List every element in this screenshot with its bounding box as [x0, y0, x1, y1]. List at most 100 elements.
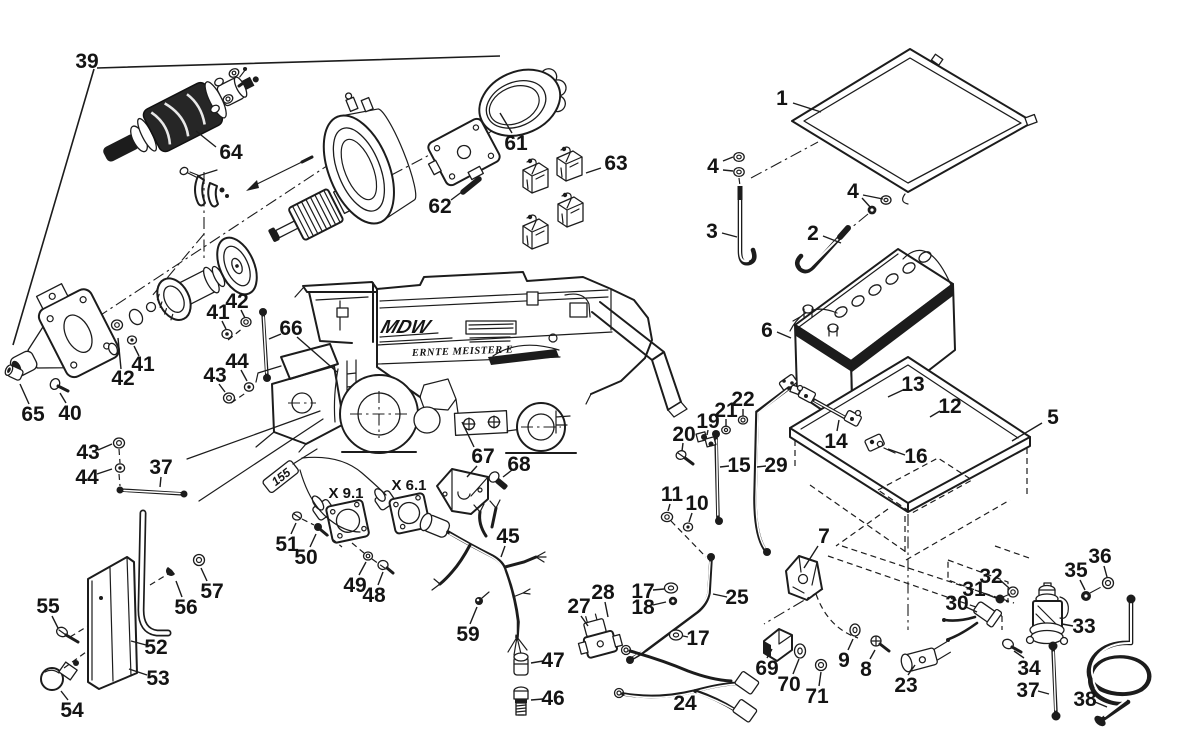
leader-line — [721, 232, 738, 238]
screw-40 — [49, 378, 70, 393]
leader-line — [130, 640, 147, 646]
sensor-30 — [942, 586, 1019, 642]
part-number-label: 32 — [979, 565, 1002, 588]
leader-line — [296, 336, 338, 373]
socket-group: 155 — [262, 448, 431, 575]
brand-logo-text: MDW — [378, 316, 434, 337]
leader-line — [862, 194, 884, 200]
part-number-label: 42 — [225, 290, 248, 313]
part-number-label: 18 — [631, 596, 655, 619]
part-number-label: 62 — [428, 195, 451, 218]
leader-line — [722, 169, 734, 172]
intermediate-bearing-disc — [216, 236, 258, 296]
part-number-label: 40 — [58, 402, 81, 425]
part-number-label: 61 — [504, 132, 528, 155]
part-number-label: 45 — [496, 525, 520, 548]
leader-line — [530, 698, 544, 701]
leader-line — [887, 448, 906, 456]
motor-yoke — [322, 92, 417, 225]
leader-line — [290, 522, 297, 535]
leader-line — [117, 337, 122, 370]
leader-line — [652, 601, 667, 606]
part-number-label: 16 — [904, 445, 927, 468]
part-number-label: 4 — [707, 155, 719, 178]
part-number-label: 44 — [225, 350, 249, 373]
part-number-label: 52 — [144, 636, 167, 659]
part-number-label: 63 — [604, 152, 627, 175]
leader-line — [1011, 422, 1043, 442]
part-number-label: 43 — [203, 364, 226, 387]
leader-line — [803, 545, 819, 569]
leader-line — [580, 615, 589, 627]
part-number-label: 31 — [962, 578, 986, 601]
part-number-label: 28 — [591, 581, 615, 604]
leader-line — [1079, 579, 1086, 591]
part-number-label: 29 — [764, 454, 787, 477]
small-fasteners-left — [107, 301, 188, 498]
leader-line — [97, 443, 113, 451]
fasteners-69-70-71 — [763, 623, 891, 672]
leader-line — [377, 571, 384, 586]
bracket-67 — [436, 468, 489, 515]
part-number-label: 47 — [541, 649, 564, 672]
sender-23 — [900, 641, 951, 673]
leader-line — [861, 197, 872, 209]
part-number-label: 44 — [75, 466, 99, 489]
leader-line — [309, 533, 317, 548]
leader-line — [1037, 690, 1050, 695]
leader-line — [499, 112, 513, 134]
drive-end-housing — [9, 283, 120, 379]
part-number-label: 3 — [706, 220, 718, 243]
leader-line — [51, 615, 59, 629]
part-number-label: 23 — [894, 674, 917, 697]
part-number-label: 5 — [1047, 406, 1059, 429]
part-number-label: 46 — [541, 687, 564, 710]
part-number-label: 20 — [672, 423, 695, 446]
leader-line — [1013, 650, 1025, 659]
coiled-tube-38 — [1086, 594, 1152, 727]
engagement-fork — [179, 166, 229, 208]
leader-line — [240, 369, 248, 382]
j-bolt-3 — [733, 141, 819, 266]
leader-line — [712, 593, 728, 598]
leader-line — [929, 410, 941, 418]
part-number-label: 55 — [36, 595, 60, 618]
leader-line — [722, 156, 734, 162]
bulb-47 — [513, 652, 529, 676]
small-fasteners-right — [221, 308, 271, 404]
leader-line — [358, 561, 367, 576]
leader-line — [19, 383, 30, 405]
leader-line — [466, 465, 478, 478]
switch-27-28 — [577, 613, 624, 659]
part-number-label: 4 — [847, 180, 859, 203]
leader-line — [818, 671, 822, 687]
part-number-label: 65 — [21, 403, 45, 426]
socket-x91-label: X 9.1 — [328, 485, 363, 502]
part-number-label: 37 — [149, 456, 172, 479]
leader-line — [1061, 623, 1074, 627]
leader-line — [200, 567, 208, 582]
group-39-boundary — [12, 55, 501, 346]
leader-line — [681, 442, 684, 452]
leader-line — [869, 649, 876, 660]
leader-line — [195, 130, 217, 148]
part-number-label: 12 — [938, 395, 961, 418]
part-number-label: 36 — [1088, 545, 1111, 568]
leader-line — [652, 588, 665, 591]
harness-45 — [419, 499, 547, 656]
part-number-label: 34 — [1017, 657, 1041, 680]
battery-frame-1 — [791, 48, 1038, 205]
pin-62 — [460, 176, 482, 195]
part-number-label: 64 — [219, 141, 243, 164]
part-number-label: 6 — [761, 319, 773, 342]
solenoid-hardware — [210, 67, 248, 114]
part-number-label: 48 — [362, 584, 386, 607]
leader-line — [59, 392, 67, 404]
armature-shaft — [246, 155, 314, 191]
leader-line — [450, 190, 464, 201]
part-number-label: 24 — [673, 692, 697, 715]
clip-59 — [475, 591, 490, 605]
part-number-label: 17 — [686, 627, 709, 650]
harness-24 — [613, 644, 760, 723]
